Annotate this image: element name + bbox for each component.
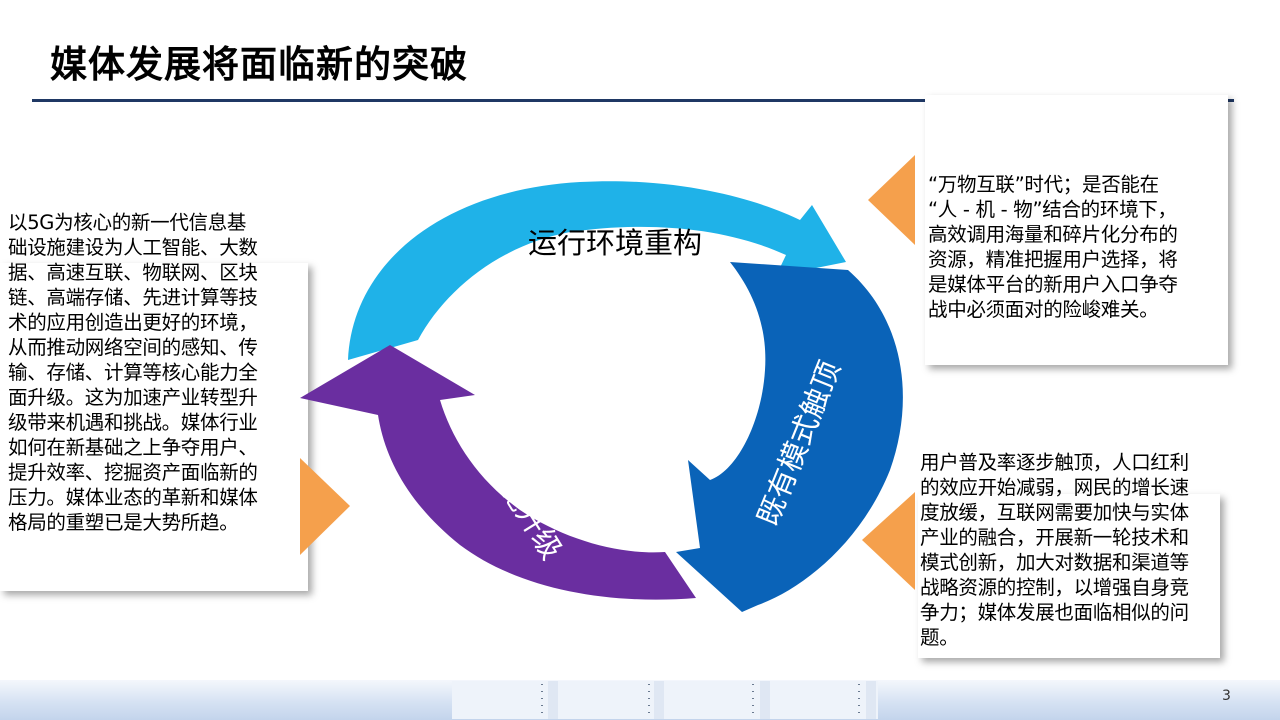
text-line: 以5G为核心的新一代信息基 bbox=[8, 211, 247, 234]
top-arrow-label: 运行环境重构 bbox=[528, 226, 702, 260]
top-arrow bbox=[348, 181, 846, 360]
text-line: 级带来机遇和挑战。媒体行业 bbox=[8, 411, 258, 434]
footer-divider bbox=[752, 684, 754, 718]
slide-title: 媒体发展将面临新的突破 bbox=[50, 43, 468, 86]
text-line: “人 - 机 - 物”结合的环境下， bbox=[928, 198, 1177, 221]
bottom-right-pointer bbox=[862, 492, 915, 590]
text-line: 链、高端存储、先进计算等技 bbox=[8, 286, 258, 309]
text-line: 争力；媒体发展也面临相似的问 bbox=[920, 601, 1189, 624]
text-line: 据、高速互联、物联网、区块 bbox=[8, 261, 258, 284]
text-line: 的效应开始减弱，网民的增长速 bbox=[920, 476, 1189, 499]
text-line: 产业的融合，开展新一轮技术和 bbox=[920, 526, 1189, 549]
text-line: 用户普及率逐步触顶，人口红利 bbox=[920, 451, 1189, 474]
text-line: 题。 bbox=[920, 626, 959, 649]
text-line: 提升效率、挖掘资产面临新的 bbox=[8, 461, 258, 484]
left-pointer bbox=[300, 458, 350, 555]
text-line: 战中必须面对的险峻难关。 bbox=[928, 298, 1159, 321]
bottom-right-box-text: 用户普及率逐步触顶，人口红利 的效应开始减弱，网民的增长速 度放缓，互联网需要加… bbox=[920, 450, 1220, 650]
right-arrow bbox=[676, 262, 903, 612]
footer-strip bbox=[452, 681, 878, 719]
text-line: 度放缓，互联网需要加快与实体 bbox=[920, 501, 1189, 524]
footer-divider bbox=[541, 684, 543, 718]
title-underline bbox=[32, 99, 1234, 102]
left-box-text: 以5G为核心的新一代信息基 础设施建设为人工智能、大数 据、高速互联、物联网、区… bbox=[8, 210, 308, 535]
text-line: 础设施建设为人工智能、大数 bbox=[8, 236, 258, 259]
footer-divider bbox=[858, 684, 860, 718]
footer-divider bbox=[648, 684, 650, 718]
text-line: 压力。媒体业态的革新和媒体 bbox=[8, 486, 258, 509]
left-arrow bbox=[300, 345, 696, 600]
top-right-text-box bbox=[925, 95, 1228, 365]
text-line: “万物互联”时代；是否能在 bbox=[928, 173, 1159, 196]
text-line: 高效调用海量和碎片化分布的 bbox=[928, 223, 1178, 246]
top-right-box-text: “万物互联”时代；是否能在 “人 - 机 - 物”结合的环境下， 高效调用海量和… bbox=[928, 172, 1224, 322]
left-text-box bbox=[0, 263, 308, 591]
page-number: 3 bbox=[1222, 688, 1231, 704]
text-line: 输、存储、计算等核心能力全 bbox=[8, 361, 258, 384]
bottom-right-text-box bbox=[918, 494, 1220, 658]
text-line: 是媒体平台的新用户入口争夺 bbox=[928, 273, 1178, 296]
text-line: 如何在新基础之上争夺用户、 bbox=[8, 436, 258, 459]
text-line: 战略资源的控制，以增强自身竞 bbox=[920, 576, 1189, 599]
top-right-pointer bbox=[868, 155, 915, 245]
text-line: 模式创新，加大对数据和渠道等 bbox=[920, 551, 1189, 574]
text-line: 术的应用创造出更好的环境， bbox=[8, 311, 258, 334]
text-line: 资源，精准把握用户选择，将 bbox=[928, 248, 1178, 271]
text-line: 格局的重塑已是大势所趋。 bbox=[8, 511, 239, 534]
text-line: 从而推动网络空间的感知、传 bbox=[8, 336, 258, 359]
text-line: 面升级。这为加速产业转型升 bbox=[8, 386, 258, 409]
